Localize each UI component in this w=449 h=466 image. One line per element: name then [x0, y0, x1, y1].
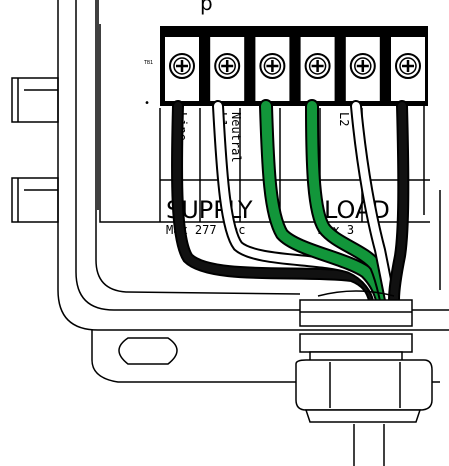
board-dot: • [144, 98, 150, 109]
terminal-screw-6 [389, 35, 427, 103]
top-glyph: p [200, 0, 213, 15]
board-small-label: TB1 [144, 60, 153, 66]
terminal-screw-1 [163, 35, 201, 103]
terminal-screw-3 [253, 35, 292, 103]
enclosure [11, 0, 449, 383]
cable-gland [295, 290, 433, 466]
terminal-screw-4 [298, 35, 337, 103]
wires [171, 99, 410, 307]
terminal-labels: Line L1 Neutral L2 Line [175, 112, 409, 163]
terminal-block: TB1 • [144, 26, 428, 109]
terminal-label-5: L2 [337, 112, 351, 126]
terminal-label-3: Neutral [229, 112, 243, 163]
terminal-screw-5 [343, 35, 382, 103]
terminal-screw-2 [208, 35, 247, 103]
load-title: LOAD [324, 196, 390, 224]
